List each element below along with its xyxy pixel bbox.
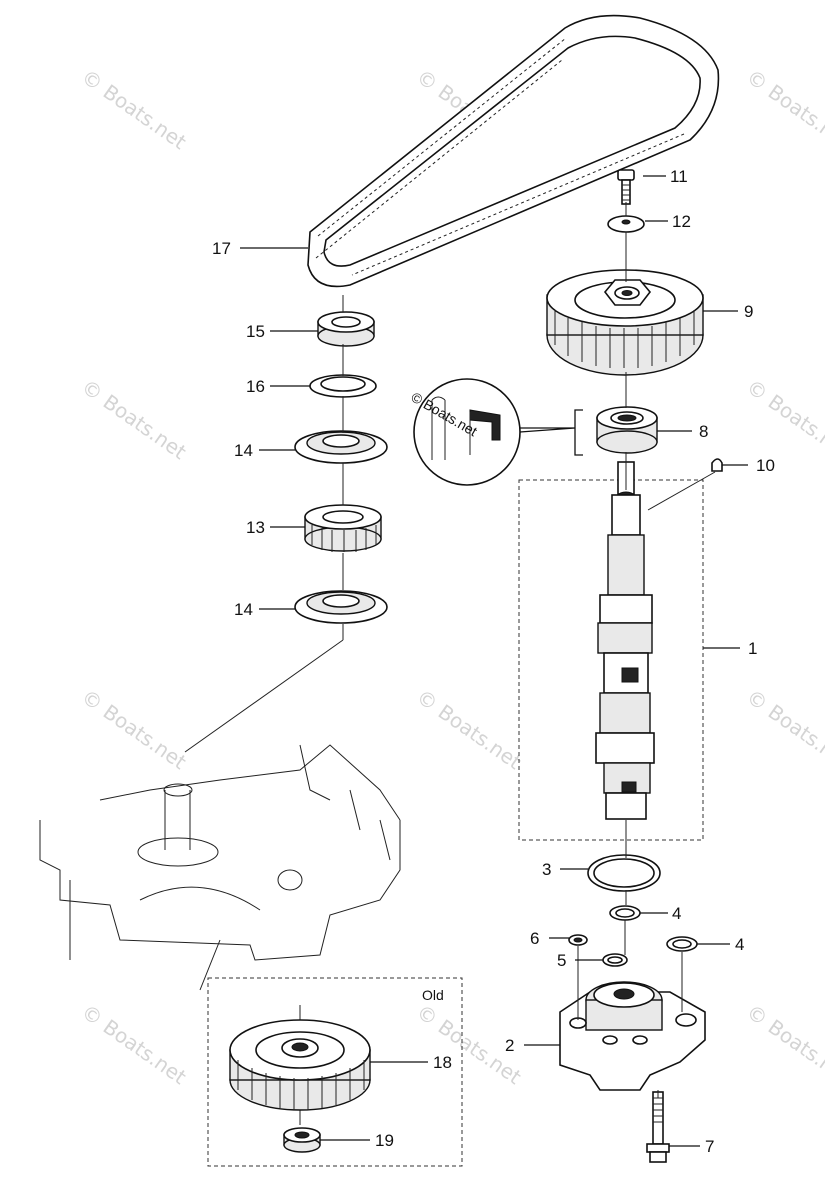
callout-7: 7 xyxy=(705,1137,714,1156)
camshaft-box xyxy=(518,479,704,841)
callout-16: 16 xyxy=(246,377,265,396)
callout-13: 13 xyxy=(246,518,265,537)
bearing-8 xyxy=(596,406,658,454)
callout-14-upper: 14 xyxy=(234,441,253,460)
callout-4-upper: 4 xyxy=(672,904,681,923)
watermark: © Boats.net xyxy=(77,684,191,774)
callout-14-lower: 14 xyxy=(234,600,253,619)
callout-15: 15 xyxy=(246,322,265,341)
leader-lines xyxy=(240,175,748,1147)
plate-14-lower xyxy=(294,590,388,624)
callout-2: 2 xyxy=(505,1036,514,1055)
camshaft-pulley xyxy=(546,269,704,376)
nut-15 xyxy=(317,311,375,347)
leader-key xyxy=(647,471,716,511)
old-box-label: Old xyxy=(422,987,444,1003)
callout-9: 9 xyxy=(744,302,753,321)
watermark: © Boats.net xyxy=(742,684,825,774)
timing-belt xyxy=(307,14,720,288)
watermark: © Boats.net xyxy=(77,374,191,464)
camshaft xyxy=(595,461,655,820)
plate-14-upper xyxy=(294,430,388,464)
callout-3: 3 xyxy=(542,860,551,879)
bolt-11 xyxy=(617,169,635,205)
watermark: © Boats.net xyxy=(77,999,191,1089)
seal-6 xyxy=(568,934,588,946)
o-ring-3 xyxy=(587,854,661,892)
watermark: © Boats.net xyxy=(742,999,825,1089)
old-parts-box xyxy=(207,977,463,1167)
callout-10: 10 xyxy=(756,456,775,475)
seal-5 xyxy=(602,953,628,967)
watermark: © Boats.net xyxy=(742,64,825,154)
bearing-19 xyxy=(283,1127,321,1153)
bracket-8 xyxy=(574,409,583,456)
centerlines xyxy=(184,202,683,1125)
sprocket-13 xyxy=(304,504,382,552)
callout-17: 17 xyxy=(212,239,231,258)
bolt-7 xyxy=(646,1091,670,1163)
callout-8: 8 xyxy=(699,422,708,441)
washer-12 xyxy=(607,215,645,233)
callout-1: 1 xyxy=(748,639,757,658)
watermark: © Boats.net xyxy=(412,684,526,774)
callout-19: 19 xyxy=(375,1131,394,1150)
callout-4-lower: 4 xyxy=(735,935,744,954)
pump-housing xyxy=(559,981,706,1091)
woodruff-key xyxy=(711,458,723,472)
seal-4b xyxy=(666,936,698,952)
callout-12: 12 xyxy=(672,212,691,231)
lock-washer-16 xyxy=(309,374,377,398)
watermark: © Boats.net xyxy=(77,64,191,154)
sprocket-18 xyxy=(229,1019,371,1111)
callout-labels: 17 11 12 9 15 16 14 8 10 13 14 1 3 4 6 4… xyxy=(212,167,775,1156)
callout-18: 18 xyxy=(433,1053,452,1072)
seal-detail-inset: © Boats.net xyxy=(409,378,576,486)
callout-6: 6 xyxy=(530,929,539,948)
engine-block-sketch xyxy=(39,744,401,991)
seal-4a xyxy=(609,905,641,921)
watermark: © Boats.net xyxy=(742,374,825,464)
callout-5: 5 xyxy=(557,951,566,970)
callout-11: 11 xyxy=(670,167,688,186)
